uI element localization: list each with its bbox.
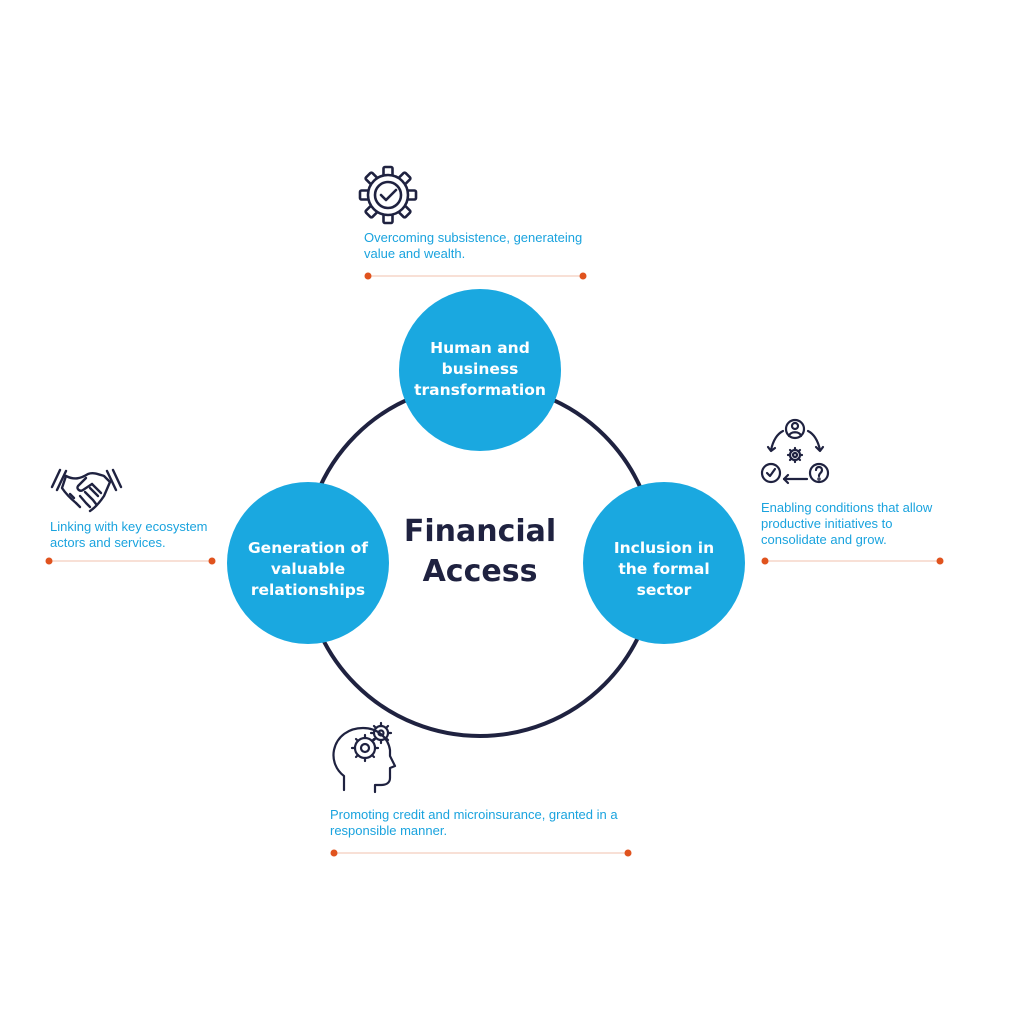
node-top-circle [399,289,561,451]
head-gears-icon [332,721,397,794]
node-left-label-line: valuable [270,560,346,578]
description-top-line: Overcoming subsistence, generateing [364,230,583,245]
node-left-label: Generation of valuable relationships [238,538,378,601]
description-top-line: value and wealth. [364,246,466,261]
divider-top [364,272,587,280]
center-title-line-1: Financial [403,514,557,549]
description-left: Linking with key ecosystem actors and se… [50,519,208,551]
node-top-label-line: Human and [430,339,530,357]
description-bottom-line: responsible manner. [330,823,448,838]
description-right-line: productive initiatives to [761,516,893,531]
cycle-person-icon [760,418,830,485]
divider-bottom [330,849,632,857]
description-bottom-line: Promoting credit and microinsurance, gra… [330,807,618,822]
node-left-label-line: relationships [250,581,366,599]
center-title: Financial Access [380,512,580,592]
node-left-label-line: Generation of [247,539,369,557]
node-top-label-line: transformation [414,381,546,399]
divider-left [45,557,216,565]
center-title-line-2: Access [422,554,538,589]
description-left-line: Linking with key ecosystem [50,519,208,534]
description-right: Enabling conditions that allow productiv… [761,500,932,548]
node-right-label-line: sector [636,581,692,599]
node-right-label: Inclusion in the formal sector [594,538,734,601]
handshake-icon [50,468,123,513]
description-right-line: Enabling conditions that allow [761,500,933,515]
description-bottom: Promoting credit and microinsurance, gra… [330,807,618,839]
description-left-line: actors and services. [50,535,166,550]
node-right-circle [583,482,745,644]
description-right-line: consolidate and grow. [761,532,887,547]
node-left-circle [227,482,389,644]
node-top-label: Human and business transformation [410,338,550,401]
divider-right [761,557,944,565]
description-top: Overcoming subsistence, generateing valu… [364,230,582,262]
node-right-label-line: the formal [618,560,710,578]
node-right-label-line: Inclusion in [613,539,715,557]
node-top-label-line: business [441,360,519,378]
gear-check-icon [358,165,418,225]
